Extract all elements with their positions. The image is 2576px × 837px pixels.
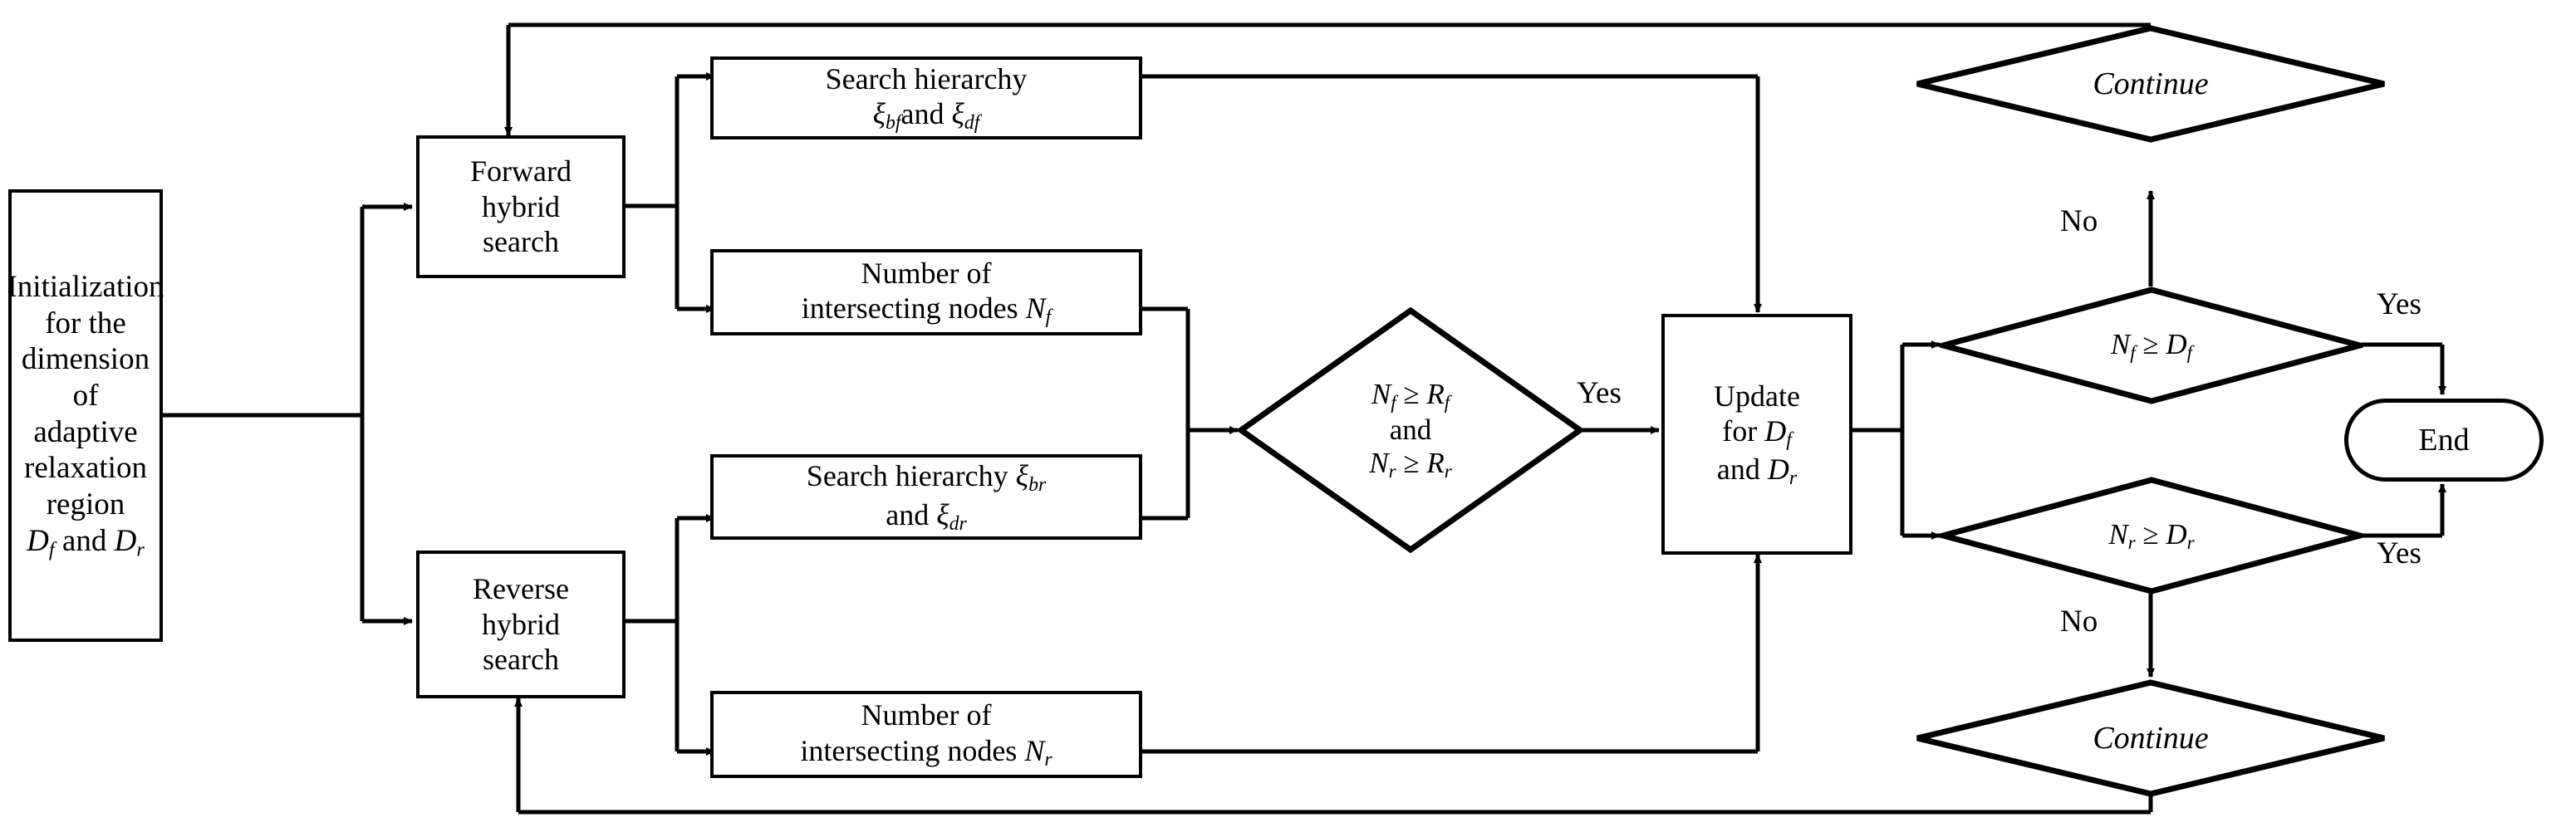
condition-nr-dr-shape: [1940, 477, 2363, 595]
node-condition-nf-df[interactable]: Nf ≥ Df: [1940, 286, 2363, 404]
condition-main-shape: [1238, 307, 1583, 553]
node-continue-top[interactable]: Continue: [1914, 25, 2387, 143]
edge-label-no-top: No: [2060, 204, 2098, 238]
node-continue-bottom-label: Continue: [2093, 720, 2209, 756]
node-condition-nf-df-label: Nf ≥ Df: [2110, 327, 2193, 363]
node-end[interactable]: End: [2344, 399, 2544, 482]
node-reverse-hybrid-search[interactable]: Reverse hybrid search: [416, 551, 626, 698]
node-condition-nr-dr[interactable]: Nr ≥ Dr: [1940, 477, 2363, 595]
edge-label-yes-main: Yes: [1577, 376, 1622, 410]
continue-bottom-shape: [1916, 679, 2385, 797]
edge-label-yes-nf: Yes: [2377, 287, 2421, 321]
edge-label-yes-nr: Yes: [2377, 536, 2421, 570]
node-forward-hybrid-search[interactable]: Forward hybrid search: [416, 135, 626, 278]
edge-label-no-bottom: No: [2060, 604, 2098, 639]
node-end-label: End: [2418, 422, 2470, 458]
node-continue-bottom[interactable]: Continue: [1914, 679, 2387, 797]
node-continue-top-label: Continue: [2093, 66, 2209, 101]
node-reverse-hybrid-search-label: Reverse hybrid search: [473, 572, 569, 677]
condition-nf-df-shape: [1940, 286, 2363, 404]
continue-top-shape: [1916, 25, 2385, 143]
node-condition-nr-dr-label: Nr ≥ Dr: [2108, 517, 2195, 553]
node-forward-hybrid-search-label: Forward hybrid search: [470, 154, 572, 259]
